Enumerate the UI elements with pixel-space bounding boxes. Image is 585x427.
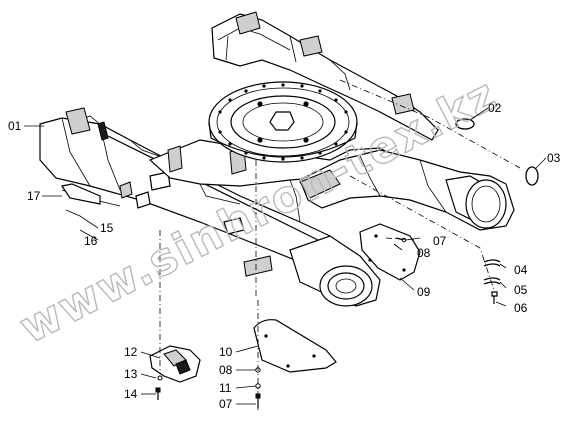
center-lines bbox=[159, 79, 521, 410]
label-06: 06 bbox=[514, 301, 528, 315]
right-arm bbox=[299, 149, 515, 231]
label-08-bottom: 08 bbox=[219, 363, 233, 377]
main-frame-beam bbox=[39, 107, 339, 277]
callout-labels: 01 02 03 04 05 06 07 08 09 10 08 11 07 1… bbox=[8, 101, 561, 411]
label-04: 04 bbox=[514, 263, 528, 277]
label-05: 05 bbox=[514, 283, 528, 297]
front-hub bbox=[289, 235, 381, 307]
bearing-bolt-holes bbox=[218, 83, 348, 161]
lower-cover-10 bbox=[253, 319, 337, 373]
label-12: 12 bbox=[124, 345, 138, 359]
swing-bearing bbox=[208, 81, 358, 163]
label-07-top: 07 bbox=[433, 234, 447, 248]
label-07-bottom: 07 bbox=[219, 397, 233, 411]
label-09: 09 bbox=[417, 285, 431, 299]
upper-frame bbox=[211, 11, 439, 141]
label-15: 15 bbox=[100, 221, 114, 235]
label-01: 01 bbox=[8, 119, 22, 133]
label-03: 03 bbox=[547, 151, 561, 165]
label-02: 02 bbox=[488, 101, 502, 115]
label-10: 10 bbox=[219, 345, 233, 359]
label-16: 16 bbox=[84, 234, 98, 248]
small-parts bbox=[455, 118, 539, 304]
label-11: 11 bbox=[219, 381, 232, 395]
cover-plate-09 bbox=[359, 223, 421, 281]
bracket-12 bbox=[149, 345, 201, 400]
label-17: 17 bbox=[27, 189, 41, 203]
leader-lines bbox=[24, 107, 547, 405]
label-14: 14 bbox=[124, 387, 138, 401]
label-13: 13 bbox=[124, 367, 138, 381]
label-08-top: 08 bbox=[417, 246, 431, 260]
